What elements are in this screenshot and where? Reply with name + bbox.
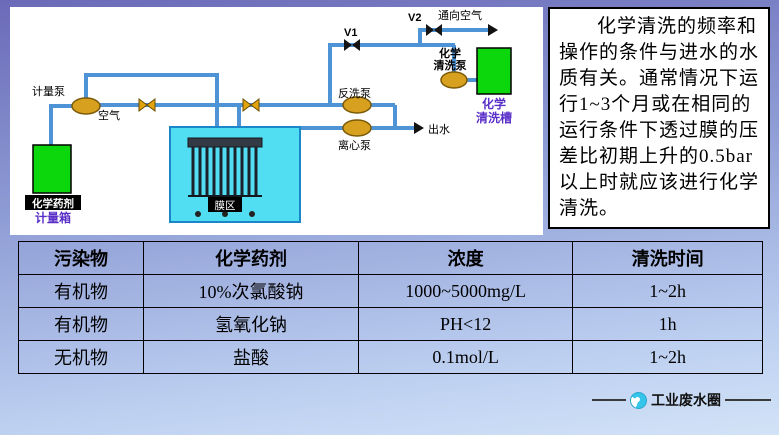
chemical-agent-label-box <box>25 195 81 210</box>
watermark-logo-icon <box>630 391 647 409</box>
to-air-label: 通向空气 <box>438 8 482 22</box>
vent-arrow-icon <box>488 24 498 36</box>
outlet-valve-icon <box>242 98 260 112</box>
backwash-pump-icon <box>342 96 372 114</box>
watermark: 工业废水圈 <box>592 390 771 410</box>
outlet-water-label: 出水 <box>428 122 450 136</box>
watermark-text: 工业废水圈 <box>651 392 721 408</box>
valve-v2-label: V2 <box>408 12 421 24</box>
table-cell: 氢氧化钠 <box>142 307 360 341</box>
table-header-cell: 污染物 <box>18 241 144 275</box>
watermark-line-left <box>592 399 626 401</box>
process-flow-diagram: 化学药剂 计量箱 膜区 计量泵 空气 反洗泵 离心泵 出水 V1 V2 通向空气… <box>25 8 512 225</box>
table-row: 无机物 盐酸 0.1mol/L 1~2h <box>18 340 763 374</box>
info-text-box: 化学清洗的频率和操作的条件与进水的水质有关。通常情况下运行1~3个月或在相同的运… <box>548 7 770 229</box>
valve-v1-label: V1 <box>344 27 357 39</box>
valve-v1-icon <box>344 39 360 51</box>
metering-pump-label: 计量泵 <box>32 85 65 98</box>
chemical-agent-label: 化学药剂 <box>32 197 74 210</box>
table-cell: 1h <box>572 307 763 341</box>
table-header-row: 污染物 化学药剂 浓度 清洗时间 <box>18 241 763 275</box>
table-row: 有机物 氢氧化钠 PH<12 1h <box>18 307 763 341</box>
air-label: 空气 <box>98 108 120 122</box>
cleaning-pump-label-line2: 清洗泵 <box>434 58 467 72</box>
table-row: 有机物 10%次氯酸钠 1000~5000mg/L 1~2h <box>18 274 763 308</box>
metering-pump-icon <box>71 97 101 115</box>
backwash-pump-label: 反洗泵 <box>338 87 371 100</box>
cleaning-solution-tank <box>476 47 512 95</box>
centrifugal-pump-label: 离心泵 <box>338 138 371 152</box>
info-text: 化学清洗的频率和操作的条件与进水的水质有关。通常情况下运行1~3个月或在相同的运… <box>559 16 760 219</box>
table-cell: 1~2h <box>572 274 763 308</box>
table-cell: PH<12 <box>357 307 574 341</box>
membrane-module <box>187 137 263 217</box>
table-cell: 1~2h <box>572 340 763 374</box>
metering-tank-label: 计量箱 <box>35 210 71 225</box>
watermark-line-right <box>725 399 771 401</box>
membrane-zone-label-box <box>208 197 242 212</box>
table-header-cell: 化学药剂 <box>142 241 360 275</box>
outlet-arrow-icon <box>414 122 424 134</box>
cleaning-pump-label-line1: 化学 <box>439 46 461 60</box>
membrane-zone-label: 膜区 <box>215 200 236 212</box>
chemical-agent-tank <box>32 144 72 194</box>
table-header-cell: 浓度 <box>357 241 574 275</box>
table-cell: 盐酸 <box>142 340 360 374</box>
table-header-cell: 清洗时间 <box>572 241 763 275</box>
table-cell: 0.1mol/L <box>357 340 574 374</box>
cleaning-tank-label-line2: 清洗槽 <box>476 110 512 125</box>
table-cell: 10%次氯酸钠 <box>142 274 360 308</box>
table-cell: 无机物 <box>18 340 144 374</box>
cleaning-parameters-table: 污染物 化学药剂 浓度 清洗时间 有机物 10%次氯酸钠 1000~5000mg… <box>18 241 763 374</box>
centrifugal-pump-icon <box>342 119 372 137</box>
table-cell: 有机物 <box>18 274 144 308</box>
table-cell: 有机物 <box>18 307 144 341</box>
cleaning-tank-label-line1: 化学 <box>482 96 506 111</box>
table-cell: 1000~5000mg/L <box>357 274 574 308</box>
air-valve-icon <box>138 98 156 112</box>
cleaning-pump-icon <box>440 71 468 89</box>
process-diagram-panel: 化学药剂 计量箱 膜区 计量泵 空气 反洗泵 离心泵 出水 V1 V2 通向空气… <box>10 7 543 235</box>
valve-v2-icon <box>426 24 442 36</box>
